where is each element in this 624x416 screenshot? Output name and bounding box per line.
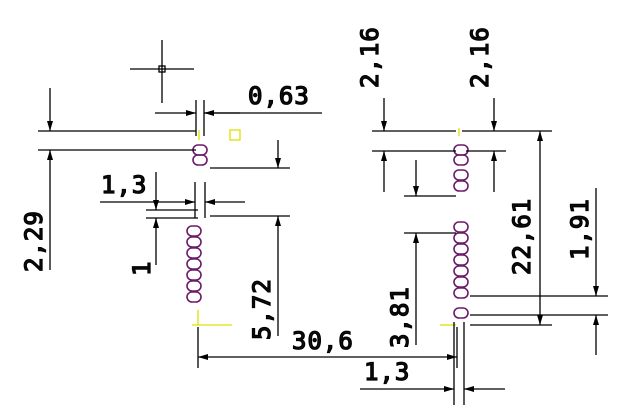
dim-label-2-29: 2,29 xyxy=(20,210,48,272)
dim-label-0-63: 0,63 xyxy=(248,82,310,110)
dim-label-2-16-left: 2,16 xyxy=(356,26,384,88)
dim-label-1-91: 1,91 xyxy=(566,198,594,260)
dim-label-22-61: 22,61 xyxy=(508,198,536,275)
dim-0-63 xyxy=(155,100,322,136)
dim-5-72 xyxy=(210,140,290,336)
dim-3-81 xyxy=(404,160,456,345)
dim-2-16-left xyxy=(372,98,456,192)
dim-30-6 xyxy=(197,327,458,368)
dim-label-30-6: 30,6 xyxy=(292,327,354,355)
dim-label-2-16-right: 2,16 xyxy=(466,26,494,88)
crosshair-cursor-icon xyxy=(130,40,194,103)
dim-22-61 xyxy=(462,130,552,326)
right-pad-column xyxy=(453,144,469,319)
dim-1-91 xyxy=(470,188,608,355)
yellow-markers xyxy=(192,128,460,326)
dim-label-3-81: 3,81 xyxy=(386,286,414,348)
dim-2-29 xyxy=(38,88,196,270)
left-pad-column xyxy=(186,144,208,303)
dim-2-16-right xyxy=(466,98,506,192)
dim-1-3-bottom xyxy=(360,322,505,405)
dim-1 xyxy=(146,172,198,265)
dim-1-3-top xyxy=(100,182,245,218)
dim-label-1-3-bottom: 1,3 xyxy=(364,358,410,386)
dim-label-5-72: 5,72 xyxy=(248,278,276,340)
dim-label-1-3-top: 1,3 xyxy=(101,171,147,199)
dim-label-1: 1 xyxy=(128,261,156,276)
